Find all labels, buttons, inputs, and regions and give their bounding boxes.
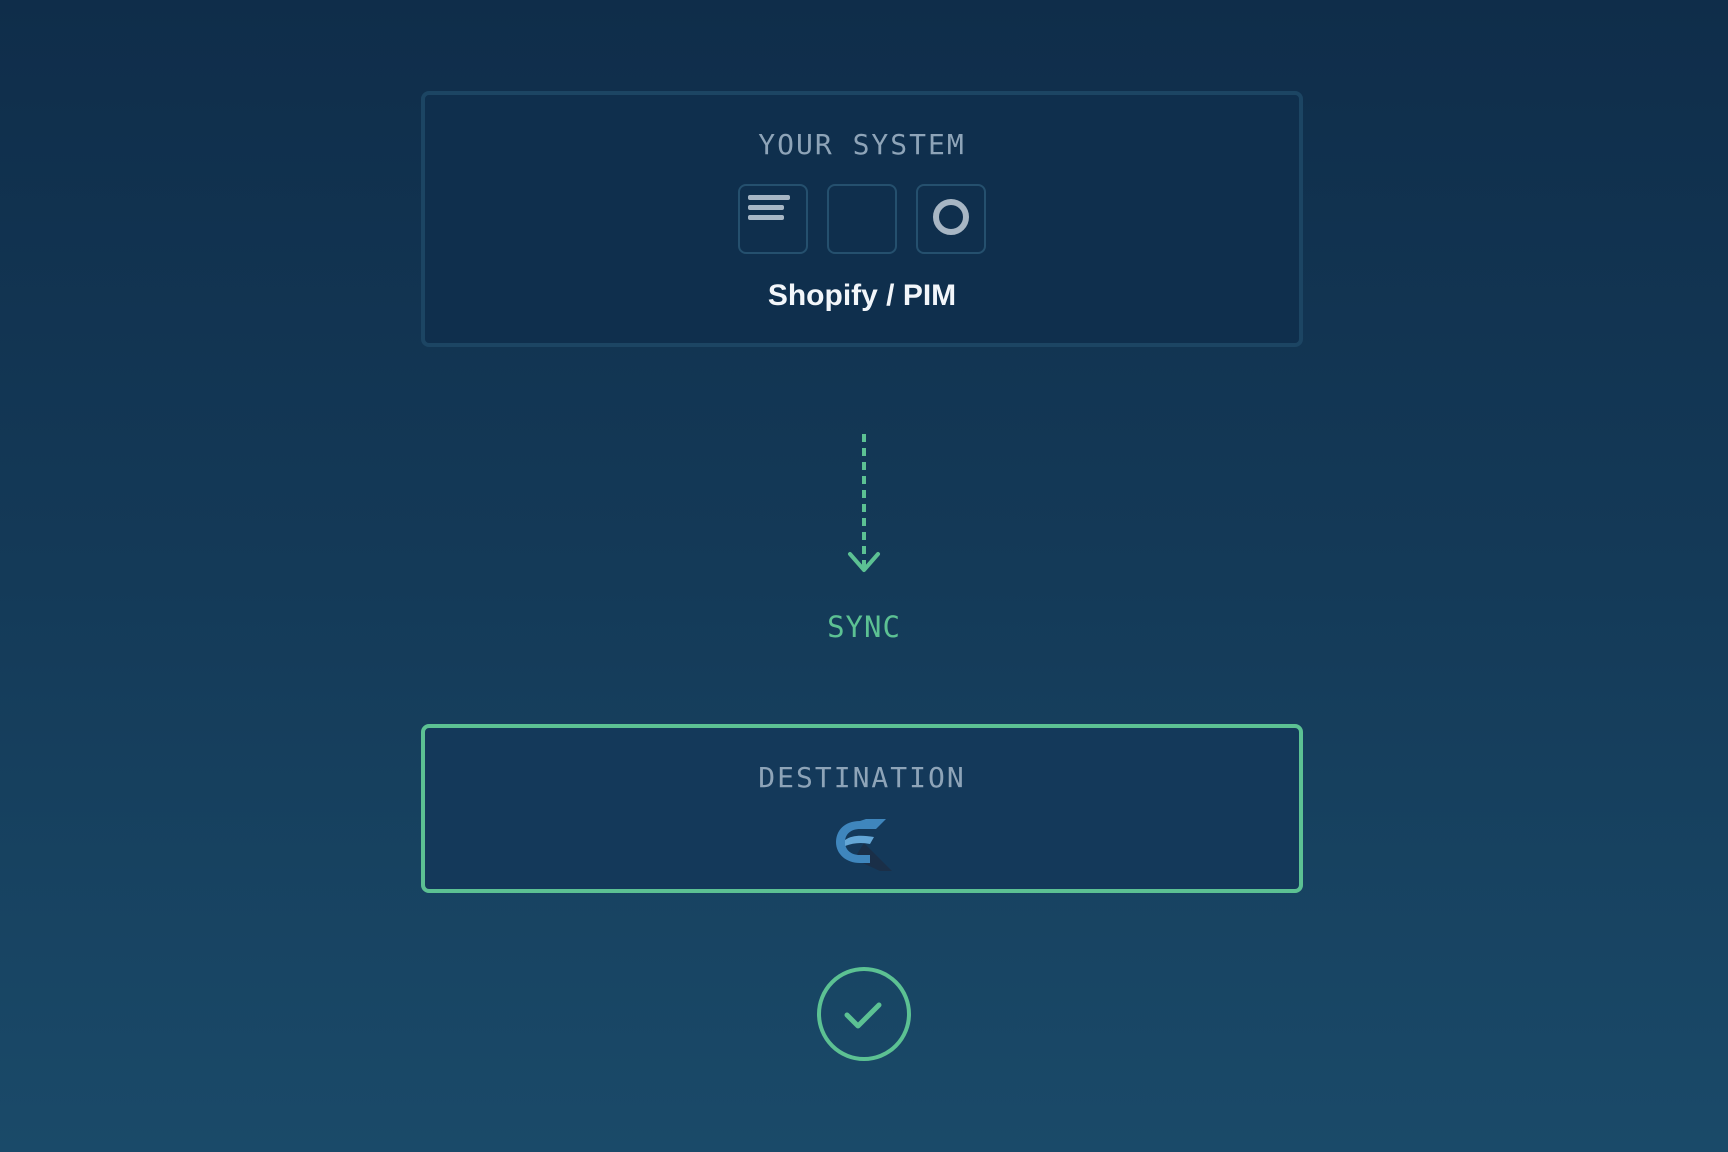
lines-icon: [738, 184, 808, 254]
destination-card: DESTINATION: [421, 724, 1303, 893]
circle-icon: [916, 184, 986, 254]
destination-logo: [836, 819, 892, 871]
sync-label: SYNC: [827, 610, 901, 644]
destination-label: DESTINATION: [758, 761, 966, 794]
blank-icon: [827, 184, 897, 254]
check-circle-icon: [817, 967, 911, 1061]
source-icon-row: [425, 184, 1299, 254]
source-label: YOUR SYSTEM: [758, 128, 966, 161]
source-card: YOUR SYSTEM Shopify / PIM: [421, 91, 1303, 347]
arrow-down-icon: [848, 434, 880, 572]
source-system-name: Shopify / PIM: [767, 279, 957, 312]
